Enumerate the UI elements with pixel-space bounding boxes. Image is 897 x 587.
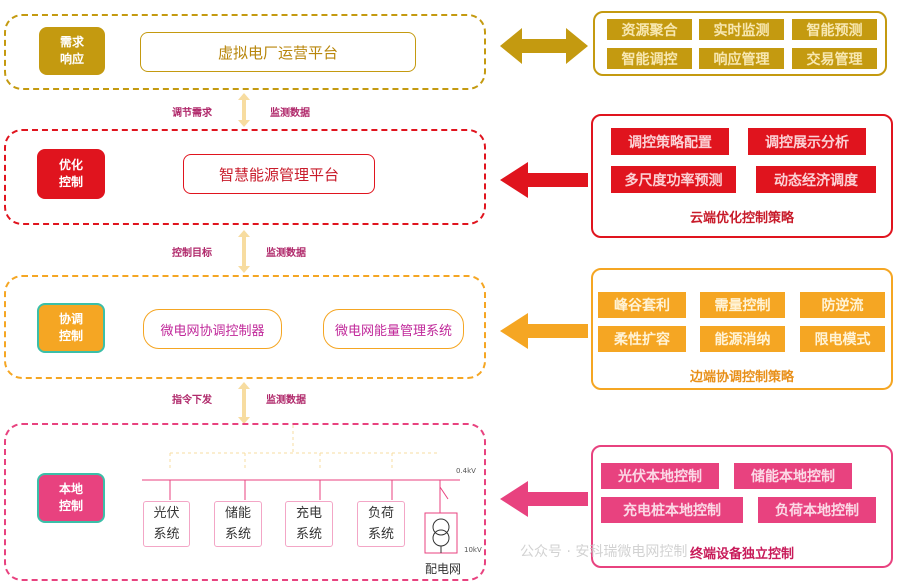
cloud-strategy-caption: 云端优化控制策略 [689,211,794,226]
layer-local-control [4,423,486,581]
link-arrow-3 [236,381,252,425]
link-label-up-2: 监测数据 [266,248,306,259]
grid-label: 配电网 [425,562,462,576]
link-label-up-3: 监测数据 [266,395,306,406]
strategy-chip: 柔性扩容 [598,326,686,352]
strategy-chip: 需量控制 [700,292,785,318]
optimization-badge: 优化 控制 [37,149,105,199]
bus-diagram [142,425,460,554]
strategy-chip: 动态经济调度 [756,166,876,193]
double-arrow-icon [500,28,588,64]
link-label-down-3: 指令下发 [172,395,212,406]
terminal-chip: 负荷本地控制 [758,497,876,523]
charging-system-box: 充电 系统 [285,501,333,547]
function-chip: 资源聚合 [607,19,692,40]
strategy-chip: 峰谷套利 [598,292,686,318]
link-label-up-1: 监测数据 [270,108,310,119]
watermark: 公众号 · 安科瑞微电网控制 [520,544,688,560]
voltage-label-low: 10kV [464,546,482,554]
microgrid-controller-box: 微电网协调控制器 [143,309,282,349]
terminal-control-caption: 终端设备独立控制 [689,547,794,562]
left-arrow-icon-pink [500,481,588,517]
local-control-badge: 本地 控制 [37,473,105,523]
terminal-chip: 光伏本地控制 [601,463,719,489]
strategy-chip: 防逆流 [800,292,885,318]
function-chip: 交易管理 [792,48,877,69]
link-label-down-2: 控制目标 [172,248,212,259]
left-arrow-icon-orange [500,313,588,349]
edge-strategy-caption: 边端协调控制策略 [689,370,794,385]
left-arrow-icon-red [500,162,588,198]
layer-optimization [4,129,486,225]
storage-system-box: 储能 系统 [214,501,262,547]
coordination-badge: 协调 控制 [37,303,105,353]
load-system-box: 负荷 系统 [357,501,405,547]
panel-edge-strategy [591,268,893,390]
layer-coordination [4,275,486,379]
demand-response-badge: 需求 响应 [39,27,105,75]
function-chip: 响应管理 [699,48,784,69]
terminal-chip: 充电桩本地控制 [601,497,743,523]
strategy-chip: 调控策略配置 [611,128,729,155]
panel-terminal-control [591,445,893,568]
link-label-down-1: 调节需求 [172,108,212,119]
strategy-chip: 多尺度功率预测 [611,166,736,193]
strategy-chip: 调控展示分析 [748,128,866,155]
pv-system-box: 光伏 系统 [143,501,190,547]
microgrid-ems-box: 微电网能量管理系统 [323,309,464,349]
function-chip: 实时监测 [699,19,784,40]
panel-platform-functions [593,11,887,76]
function-chip: 智能预测 [792,19,877,40]
layer-demand-response [4,14,486,90]
energy-platform-box: 智慧能源管理平台 [183,154,375,194]
strategy-chip: 限电模式 [800,326,885,352]
link-arrow-1 [236,92,252,128]
strategy-chip: 能源消纳 [700,326,785,352]
voltage-label-high: 0.4kV [456,467,476,475]
vpp-platform-box: 虚拟电厂运营平台 [140,32,416,72]
function-chip: 智能调控 [607,48,692,69]
panel-cloud-strategy [591,114,893,238]
link-arrow-2 [236,229,252,274]
terminal-chip: 储能本地控制 [734,463,852,489]
